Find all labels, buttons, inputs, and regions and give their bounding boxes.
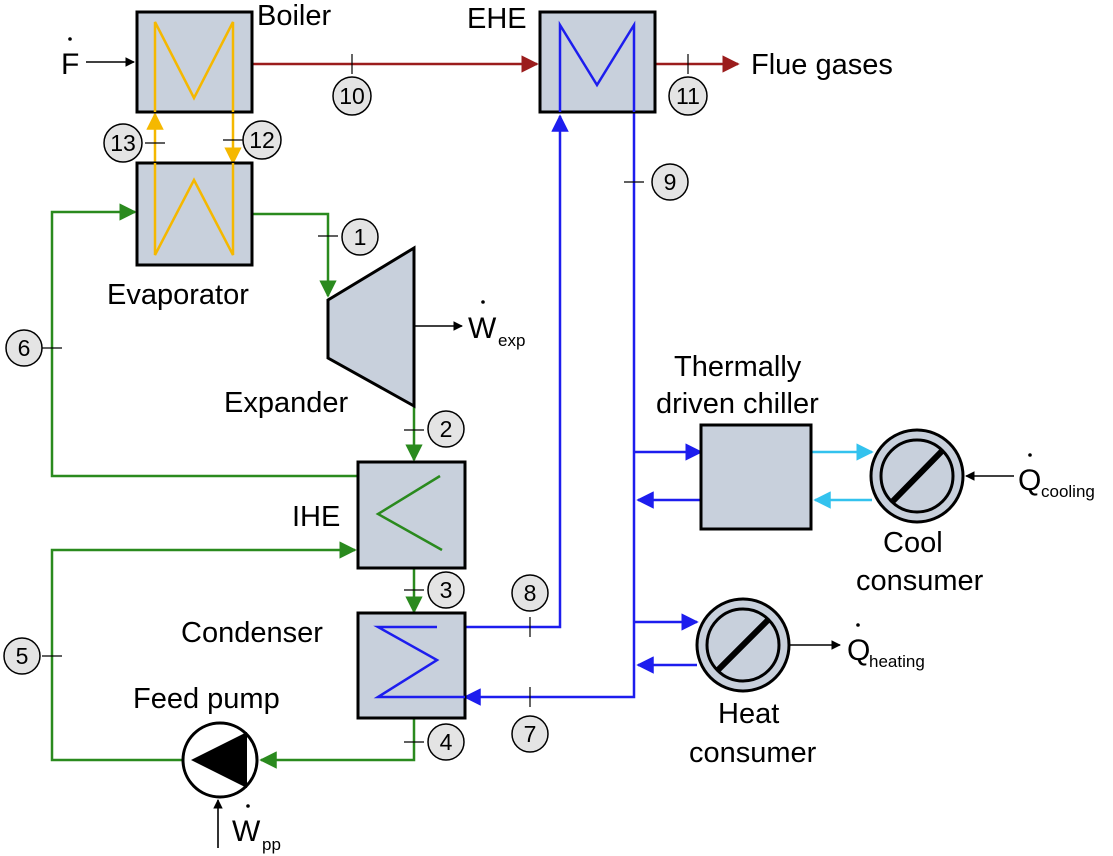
evaporator-label: Evaporator [107,279,249,311]
heat-consumer-label-line2: consumer [689,737,817,769]
svg-text:Q: Q [1018,464,1041,497]
state-label-9: 9 [651,163,689,201]
state-label-2: 2 [427,410,465,448]
svg-text:11: 11 [676,83,700,109]
flue-gases-label: Flue gases [751,49,893,81]
orc-line-1 [252,212,337,298]
state-label-12: 12 [242,120,282,160]
water-line-9 [463,112,636,706]
state-label-13: 13 [103,123,143,163]
cooling-symbol: Q cooling [1018,453,1095,501]
state-label-1: 1 [341,218,379,256]
ehe-box [538,10,657,114]
svg-text:13: 13 [110,130,136,156]
ihe-box [356,460,467,570]
expander [326,245,416,409]
orc-line-4 [259,718,416,769]
boiler-label: Boiler [257,0,331,32]
cool-consumer-label-line1: Cool [883,527,943,559]
orc-line-6 [50,203,358,478]
cool-consumer-symbol [869,428,965,524]
orc-line-5 [50,541,357,762]
pump-power-symbol: W pp [232,804,281,854]
ehe-label: EHE [467,3,527,35]
state-label-8: 8 [511,574,549,612]
svg-text:6: 6 [18,335,31,361]
svg-text:exp: exp [498,331,525,350]
ihe-coil [375,474,443,552]
svg-text:Q: Q [847,634,870,667]
ihe-label: IHE [292,501,340,533]
svg-text:F: F [61,48,79,81]
svg-text:heating: heating [869,652,925,671]
fuel-symbol: F [61,37,79,81]
state-label-6: 6 [5,329,43,367]
heat-consumer-label-line1: Heat [718,698,779,730]
chiller-label-line1: Thermally [674,351,802,383]
svg-text:5: 5 [16,643,29,669]
svg-text:2: 2 [440,416,453,442]
svg-text:1: 1 [354,224,367,250]
svg-text:W: W [468,312,497,345]
svg-text:W: W [232,815,261,848]
expander-power-symbol: W exp [468,300,525,350]
chiller-box [699,423,813,531]
svg-text:8: 8 [524,580,537,606]
state-label-10: 10 [332,76,372,116]
feed-pump-label: Feed pump [133,683,280,715]
state-label-11: 11 [668,76,708,116]
condenser-box [356,611,467,720]
svg-text:7: 7 [524,721,537,747]
svg-text:3: 3 [440,577,453,603]
state-ticks [42,54,689,743]
svg-text:4: 4 [440,729,453,755]
heat-consumer-symbol [695,597,791,693]
svg-text:pp: pp [262,835,281,854]
svg-text:cooling: cooling [1041,482,1095,501]
ehe-coil [558,20,636,112]
evaporator-coil [153,163,235,256]
cool-consumer-label-line2: consumer [856,565,984,597]
state-label-4: 4 [427,723,465,761]
state-label-3: 3 [427,571,465,609]
state-label-7: 7 [511,715,549,753]
svg-text:10: 10 [339,83,365,109]
condenser-coil [373,625,465,699]
condenser-label: Condenser [181,617,323,649]
heating-symbol: Q heating [847,623,925,671]
chiller-label-line2: driven chiller [656,388,819,420]
boiler-coil [153,21,235,112]
expander-label: Expander [224,387,348,419]
feed-pump-symbol [181,721,259,799]
state-label-5: 5 [3,637,41,675]
svg-text:9: 9 [664,169,677,195]
svg-text:12: 12 [249,127,275,153]
